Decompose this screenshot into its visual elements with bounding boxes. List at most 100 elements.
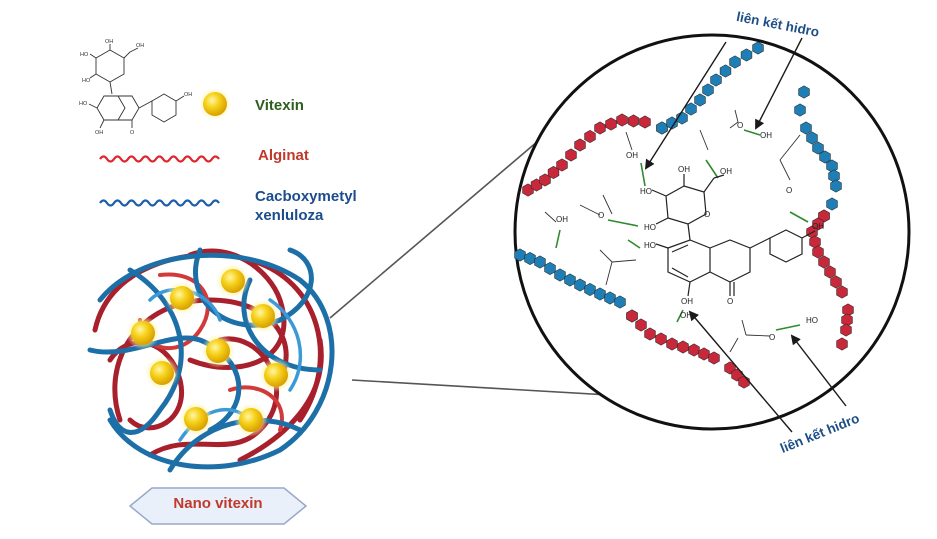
cmc-unit xyxy=(656,121,668,135)
cmc-unit xyxy=(554,268,566,282)
hydrogen-bonds xyxy=(555,129,809,331)
alginate-unit xyxy=(584,129,596,144)
cmc-unit xyxy=(685,102,697,116)
alginate-unit xyxy=(824,265,836,279)
ho-label: HO xyxy=(806,316,818,325)
arrow-bottom-2 xyxy=(790,334,847,407)
nano-label-box xyxy=(128,487,308,525)
cmc-unit xyxy=(800,121,812,135)
legend-cmc-label: Cacboxymetyl xenluloza xyxy=(255,187,357,225)
zoom-connector-top xyxy=(329,123,559,319)
o-label: O xyxy=(737,121,743,130)
oh-label-4: OH xyxy=(95,130,103,136)
cmc-wave-icon xyxy=(99,199,220,207)
cmc-unit xyxy=(828,169,840,183)
side-groups xyxy=(544,109,801,353)
cmc-unit xyxy=(584,282,596,297)
alginate-wave-icon xyxy=(99,155,220,163)
legend-vitexin-label: Vitexin xyxy=(255,97,304,114)
alginate-unit xyxy=(616,113,628,127)
oh-label: OH xyxy=(678,165,690,174)
alginate-unit xyxy=(836,337,848,351)
o-label: O xyxy=(769,333,775,342)
ho-label: HO xyxy=(644,223,656,232)
arrow-top-2 xyxy=(755,37,803,130)
legend-cmc-line2: xenluloza xyxy=(255,207,324,224)
ho-label-2: HO xyxy=(82,78,91,84)
vitexin-sphere xyxy=(165,281,199,315)
nanoparticle-vitexin-spheres xyxy=(126,264,293,437)
cmc-unit xyxy=(514,248,526,262)
cmc-unit xyxy=(812,141,824,155)
alginate-unit xyxy=(708,351,720,365)
vitexin-large-labels: OH OH OH HO HO O HO OH O OH OH OH OH O H… xyxy=(556,121,824,342)
vitexin-structure-labels: OH OH HO HO OH HO OH O xyxy=(79,39,192,136)
cmc-unit xyxy=(614,295,626,309)
alginate-unit xyxy=(677,340,689,354)
hbond-arrows xyxy=(644,37,847,433)
arrow-top-1 xyxy=(644,41,727,170)
alginate-unit xyxy=(594,121,606,135)
alginate-unit xyxy=(565,148,577,162)
alginate-unit xyxy=(836,285,848,299)
alginate-unit xyxy=(626,309,638,323)
vitexin-sphere xyxy=(234,403,268,437)
alginate-unit xyxy=(574,138,586,152)
oh-label-2: OH xyxy=(136,43,144,49)
alginate-unit xyxy=(644,327,656,341)
alginate-unit xyxy=(605,117,617,131)
alginate-unit xyxy=(738,375,750,389)
nano-vitexin-label: Nano vitexin xyxy=(173,495,263,512)
oh-label-1: OH xyxy=(105,39,113,45)
ho-label: HO xyxy=(644,241,656,250)
cmc-unit xyxy=(740,48,753,62)
oh-label: OH xyxy=(626,151,638,160)
cmc-unit xyxy=(826,159,838,173)
alginate-unit xyxy=(812,217,824,231)
oh-label: OH xyxy=(681,297,693,306)
ho-label-3: HO xyxy=(79,101,88,107)
vitexin-sphere xyxy=(201,334,235,368)
vitexin-sphere xyxy=(126,316,160,350)
cmc-unit xyxy=(710,73,722,87)
cmc-unit xyxy=(534,255,546,269)
o-label: O xyxy=(704,210,710,219)
alginate-unit xyxy=(830,275,842,289)
alginate-unit xyxy=(840,323,852,337)
alginate-unit xyxy=(655,332,667,346)
ho-label-1: HO xyxy=(80,52,89,58)
arrow-bottom-1 xyxy=(688,310,793,433)
cmc-unit xyxy=(604,291,616,305)
cmc-unit xyxy=(574,278,586,292)
alginate-unit xyxy=(812,245,824,259)
o-label: O xyxy=(727,297,733,306)
oh-label: OH xyxy=(556,215,568,224)
alginate-unit xyxy=(688,343,700,357)
polymer-chains xyxy=(514,41,854,389)
vitexin-structure-large xyxy=(651,174,816,297)
cmc-unit xyxy=(594,287,606,301)
alginate-unit xyxy=(556,158,568,172)
cmc-unit xyxy=(826,197,838,211)
cmc-unit xyxy=(694,93,706,107)
cmc-unit xyxy=(830,179,842,193)
alginate-unit xyxy=(639,115,651,129)
alginate-unit xyxy=(818,209,830,223)
alginate-unit xyxy=(666,337,678,351)
legend-alginate-label: Alginat xyxy=(258,147,309,164)
oh-label: OH xyxy=(720,167,732,176)
o-label: O xyxy=(598,211,604,220)
cmc-unit xyxy=(544,261,556,276)
cmc-unit xyxy=(798,85,810,99)
cmc-unit xyxy=(806,131,818,145)
vitexin-sphere xyxy=(179,402,213,436)
oh-label-3: OH xyxy=(184,92,192,98)
cmc-unit xyxy=(564,273,576,287)
vitexin-sphere xyxy=(246,299,280,333)
cmc-unit xyxy=(752,41,764,55)
cmc-unit xyxy=(524,251,536,266)
alginate-unit xyxy=(698,347,710,361)
cmc-unit xyxy=(819,150,831,164)
o-label-1: O xyxy=(130,130,135,136)
vitexin-sphere xyxy=(259,358,293,392)
